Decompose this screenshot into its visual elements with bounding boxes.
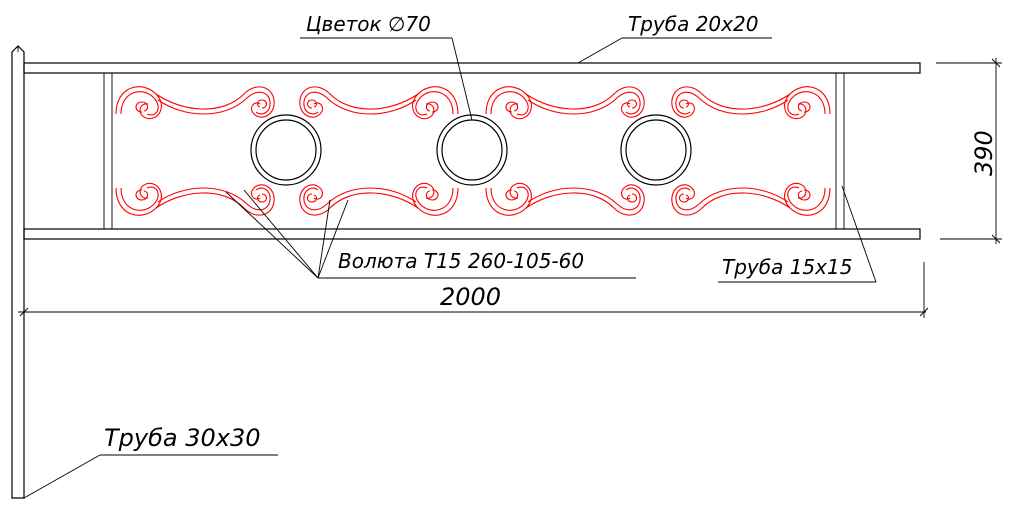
label-height-dim: 390 [970, 130, 998, 176]
ring-2 [436, 114, 508, 186]
dimension-height [936, 58, 1002, 244]
label-pipe-top: Труба 20х20 [628, 12, 758, 36]
ring-3 [620, 114, 692, 186]
ring-1 [250, 114, 322, 186]
leader-pipe-top [577, 37, 772, 64]
leader-pipe-post [23, 454, 278, 499]
dimension-width [18, 262, 929, 318]
label-volute: Волюта Т15 260-105-60 [338, 249, 584, 273]
label-width-dim: 2000 [440, 283, 501, 311]
volute-ornaments [116, 87, 830, 216]
post [11, 45, 25, 499]
volute-block-2 [300, 87, 458, 216]
leader-pipe-inner [718, 185, 877, 283]
leader-volute [225, 189, 636, 279]
volute-block-4 [672, 87, 830, 216]
top-rail [23, 62, 921, 74]
inner-frame [103, 72, 845, 230]
label-pipe-post: Труба 30х30 [104, 424, 261, 452]
label-pipe-inner: Труба 15х15 [722, 255, 852, 279]
leader-flower [300, 37, 473, 121]
label-flower: Цветок ∅70 [306, 12, 431, 36]
bottom-rail [23, 228, 921, 240]
